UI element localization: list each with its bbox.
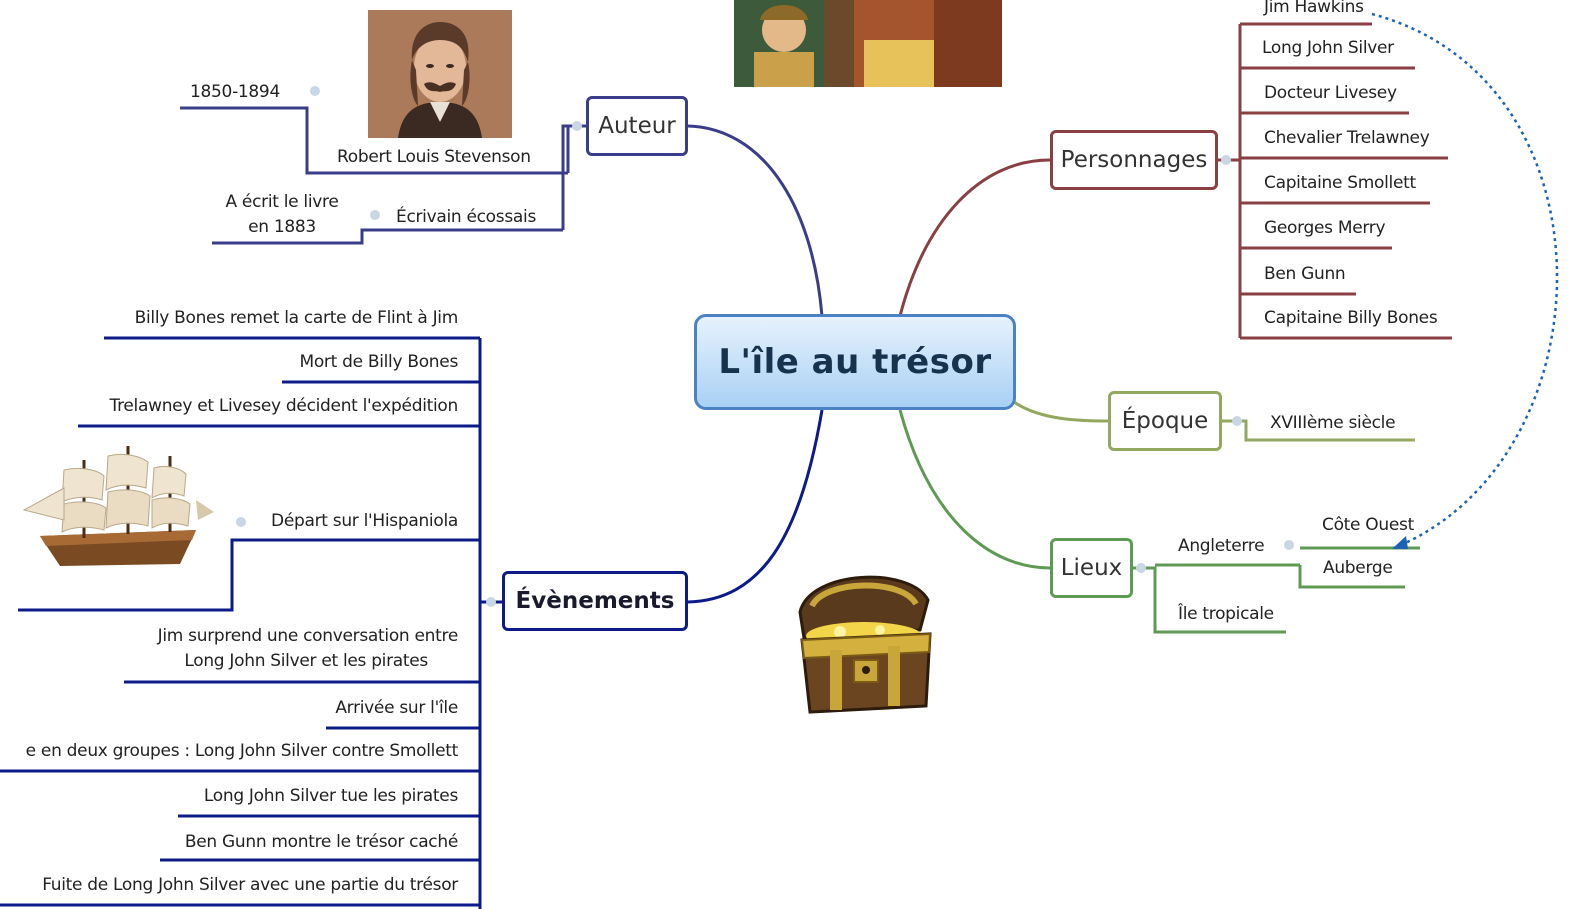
- personnage-item: Docteur Livesey: [1264, 83, 1397, 103]
- attachment-dot: [1232, 416, 1242, 426]
- personnage-item: Jim Hawkins: [1264, 0, 1364, 17]
- personnage-item: Long John Silver: [1262, 38, 1394, 58]
- attachment-dot: [370, 210, 380, 220]
- evenement-item: Ben Gunn montre le trésor caché: [184, 832, 458, 852]
- lieux-cote-ouest: Côte Ouest: [1322, 515, 1414, 535]
- branch-epoque[interactable]: Époque: [1108, 391, 1222, 451]
- evenement-item: Arrivée sur l'île: [335, 698, 458, 718]
- branch-personnages[interactable]: Personnages: [1050, 130, 1218, 190]
- branch-auteur[interactable]: Auteur: [586, 96, 688, 156]
- sailing-ship: [20, 440, 216, 574]
- evenement-item-line2: Long John Silver et les pirates: [184, 651, 428, 671]
- evenement-item: e en deux groupes : Long John Silver con…: [25, 741, 459, 761]
- personnage-item: Capitaine Billy Bones: [1264, 308, 1438, 328]
- attachment-dot: [486, 597, 496, 607]
- illustration-jim-and-silver: [734, 0, 1002, 87]
- lieux-angleterre: Angleterre: [1178, 536, 1265, 556]
- evenement-item: Mort de Billy Bones: [299, 352, 458, 372]
- personnages-subtree: [1218, 22, 1452, 340]
- central-topic[interactable]: L'île au trésor: [694, 314, 1016, 410]
- personnage-item: Capitaine Smollett: [1264, 173, 1416, 193]
- connector-personnages: [898, 158, 1051, 317]
- relation-arrow: [1371, 12, 1559, 550]
- auteur-wrote-line2: en 1883: [248, 217, 316, 237]
- auteur-dates: 1850-1894: [190, 82, 280, 102]
- auteur-nationality: Écrivain écossais: [396, 207, 536, 227]
- connector-evenements: [687, 409, 824, 604]
- attachment-dot: [1284, 540, 1294, 550]
- attachment-dot: [1136, 563, 1146, 573]
- connector-epoque: [1013, 400, 1109, 423]
- connector-auteur: [687, 124, 824, 317]
- branch-lieux[interactable]: Lieux: [1050, 538, 1133, 598]
- personnage-item: Georges Merry: [1264, 218, 1386, 238]
- auteur-wrote-line1: A écrit le livre: [225, 192, 339, 212]
- evenement-item: Billy Bones remet la carte de Flint à Ji…: [134, 308, 459, 328]
- lieux-auberge: Auberge: [1323, 558, 1393, 578]
- attachment-dot: [310, 86, 320, 96]
- attachment-dot: [236, 517, 246, 527]
- branch-evenements[interactable]: Évènements: [502, 571, 688, 631]
- relation-arrowhead: [1392, 536, 1408, 549]
- connector-lieux: [898, 409, 1051, 570]
- evenement-item: Long John Silver tue les pirates: [203, 786, 458, 806]
- epoque-item: XVIIIème siècle: [1270, 413, 1396, 433]
- personnage-item: Ben Gunn: [1264, 264, 1346, 284]
- attachment-dot: [572, 121, 582, 131]
- evenements-subtree: [0, 336, 502, 909]
- lieux-ile-tropicale: Île tropicale: [1178, 604, 1274, 624]
- evenement-item: Fuite de Long John Silver avec une parti…: [42, 875, 458, 895]
- evenement-item: Trelawney et Livesey décident l'expéditi…: [109, 396, 459, 416]
- personnage-item: Chevalier Trelawney: [1264, 128, 1430, 148]
- evenement-item-line1: Jim surprend une conversation entre: [157, 626, 459, 646]
- evenement-item: Départ sur l'Hispaniola: [271, 511, 458, 531]
- treasure-chest: [790, 560, 940, 716]
- author-portrait: [368, 10, 512, 138]
- auteur-name: Robert Louis Stevenson: [337, 147, 531, 167]
- attachment-dot: [1221, 155, 1231, 165]
